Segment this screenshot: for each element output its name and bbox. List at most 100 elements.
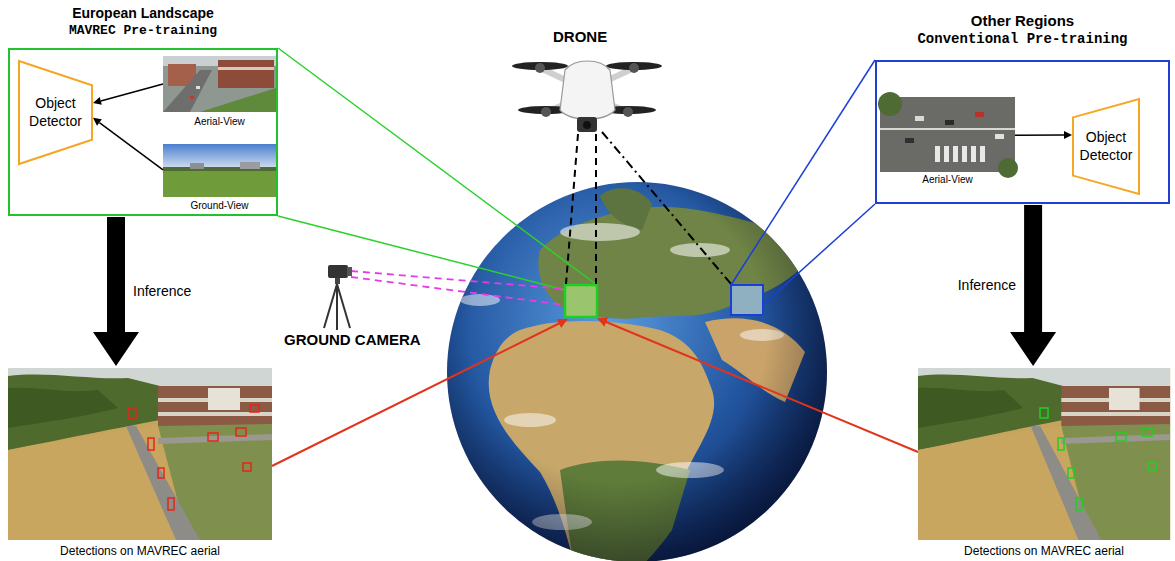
ground-photo [190, 163, 204, 169]
zoom-lines [595, 134, 597, 284]
aerial-photo [190, 96, 194, 99]
view-label: Aerial-View [922, 174, 972, 186]
detections-photo [236, 428, 246, 436]
ground-photo [163, 144, 276, 197]
arrow-head [93, 97, 102, 105]
street-photo [944, 146, 949, 162]
aerial-photo [163, 70, 212, 112]
view-arrow [1015, 131, 1072, 139]
detections-photo [243, 463, 251, 471]
view-label: Aerial-View [194, 116, 244, 128]
drone-icon [577, 117, 597, 132]
view-image: Ground-View [163, 144, 276, 212]
drone-icon [623, 107, 633, 117]
region-squares [731, 285, 763, 315]
street-photo [905, 138, 914, 143]
tripod-camera [336, 284, 338, 330]
trapezoid-outline [19, 61, 92, 164]
arrow-head [1064, 131, 1072, 139]
inference-arrow [93, 217, 139, 366]
drone-icon [629, 63, 639, 73]
street-photo [980, 146, 985, 162]
camera-label: GROUND CAMERA [284, 331, 421, 350]
detections-photo [1142, 428, 1152, 436]
street-photo [995, 134, 1004, 139]
arrow-head [93, 118, 102, 126]
zoom-lines [599, 319, 918, 452]
detections-photo [918, 368, 1170, 540]
detections-photo [918, 368, 1170, 540]
zoom-lines [278, 216, 565, 290]
aerial-photo [218, 60, 274, 88]
edge-label-box: Inference [958, 277, 1016, 295]
detections-photo [1068, 468, 1074, 478]
street-photo [971, 146, 976, 162]
detections-photo [1116, 433, 1126, 441]
view-arrow [93, 84, 163, 105]
detections-photo [8, 368, 272, 540]
tripod-camera [347, 267, 352, 276]
drone-label: DRONE [553, 28, 607, 47]
street-photo [998, 158, 1018, 178]
detection-image: Detections on MAVREC aerial [8, 368, 272, 558]
zoom-lines [566, 134, 578, 284]
region-title: European Landscape [0, 5, 316, 23]
detections-photo [148, 438, 154, 450]
panel-heading: Other RegionsConventional Pre-training [837, 12, 1175, 48]
street-photo [953, 146, 958, 162]
street-photo [880, 128, 1015, 130]
tripod-camera [324, 284, 337, 328]
pretraining-panel: European LandscapeMAVREC Pre-trainingObj… [8, 48, 278, 216]
zoom-lines [272, 320, 566, 466]
detections-photo [250, 405, 259, 412]
panel-heading: European LandscapeMAVREC Pre-training [0, 5, 316, 39]
arrow-line [101, 84, 163, 101]
aerial-photo [200, 88, 276, 112]
block-arrow [93, 217, 139, 366]
drone-icon [583, 121, 591, 129]
pretraining-panel: Other RegionsConventional Pre-trainingAe… [875, 60, 1170, 204]
detector-label: Object Detector [1074, 129, 1138, 164]
pretraining-title: Conventional Pre-training [837, 31, 1175, 49]
ground-photo [240, 162, 260, 169]
image-caption: Detections on MAVREC aerial [964, 544, 1124, 558]
zoom-lines [351, 271, 565, 289]
zoom-lines [272, 48, 918, 466]
object-detector: Object Detector [1072, 98, 1140, 195]
ground-photo [163, 144, 276, 171]
detections-photo [1040, 408, 1048, 418]
detections-photo [1040, 408, 1156, 510]
detections-photo [128, 408, 136, 418]
street-photo [975, 112, 984, 117]
detections-photo [1058, 438, 1064, 450]
block-arrow [1010, 205, 1056, 366]
view-image: Aerial-View [880, 97, 1015, 186]
drone-icon [560, 61, 615, 119]
detector-label: Object Detector [20, 95, 91, 130]
globe [447, 182, 827, 561]
edge-label: Inference [133, 283, 191, 301]
tripod-camera [324, 265, 352, 330]
zoom-lines [731, 60, 875, 285]
zoom-lines [763, 204, 875, 305]
aerial-photo [218, 67, 274, 70]
view-image: Aerial-View [163, 56, 276, 128]
aerial-photo [163, 56, 276, 112]
globe [447, 182, 827, 561]
region-squares [565, 285, 597, 317]
ground-photo [163, 171, 276, 197]
camera-label: GROUND CAMERA [284, 331, 421, 350]
street-photo [878, 92, 902, 116]
drone-icon [535, 63, 545, 73]
detection-image: Detections on MAVREC aerial [918, 368, 1170, 558]
detections-photo [208, 433, 218, 441]
detections-photo [8, 368, 272, 540]
region-title: Other Regions [837, 12, 1175, 31]
street-photo [915, 116, 924, 121]
detections-photo [1148, 463, 1156, 471]
zoom-lines [278, 48, 597, 285]
arrow-line [99, 123, 163, 170]
trapezoid-outline [1073, 99, 1139, 194]
drone-icon [541, 107, 551, 117]
